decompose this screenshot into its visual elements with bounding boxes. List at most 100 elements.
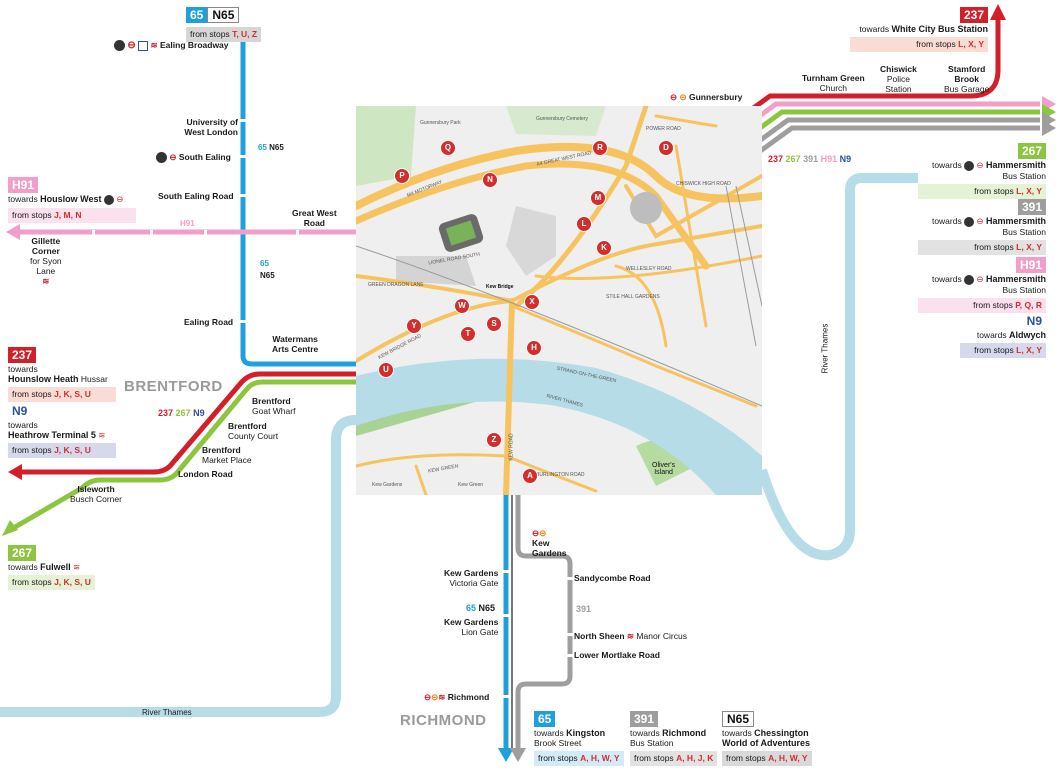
route-n9-ne-arrow (1042, 120, 1056, 136)
underground-icon (114, 40, 125, 52)
underground-icon (964, 274, 975, 285)
bus-stop-z[interactable]: Z (486, 432, 502, 448)
from-stops: from stops A, H, W, Y (722, 751, 812, 766)
national-rail-icon: ≋ (150, 40, 158, 50)
map-label-kew-road: KEW ROAD (508, 433, 515, 461)
route-badge-n9: N9 (8, 404, 32, 418)
route-badge-391: 391 (1017, 199, 1046, 215)
from-stops: from stops L, X, Y (918, 239, 1046, 255)
from-stops: from stops A, H, W, Y (534, 751, 624, 766)
bus-stop-a[interactable]: A (522, 468, 538, 484)
map-label-kew-gardens: Kew Gardens (372, 482, 403, 488)
stop-ealing-broadway: ⊖ ≋ Ealing Broadway (114, 40, 229, 52)
street-map[interactable]: Gunnersbury Park Gunnersbury Cemetery M4… (356, 106, 762, 495)
roundel-icon: ⊖ (976, 160, 984, 170)
line-label-391-south: 391 (576, 604, 592, 614)
bus-stop-x[interactable]: X (524, 294, 540, 310)
bus-stop-t[interactable]: T (460, 326, 476, 342)
route-badge-h91: H91 (1015, 257, 1046, 273)
map-label-power-road: POWER ROAD (646, 126, 681, 132)
overground-icon: ⊝ (539, 528, 547, 538)
route-badge-65: 65 (186, 7, 208, 23)
from-stops: from stops P, Q, R (918, 297, 1046, 313)
bus-stop-n[interactable]: N (482, 172, 498, 188)
bus-stop-u[interactable]: U (378, 362, 394, 378)
roundel-icon: ⊖ (424, 692, 432, 702)
stop-sandycombe: Sandycombe Road (574, 573, 651, 583)
area-richmond: RICHMOND (400, 712, 487, 729)
bus-stop-k[interactable]: K (596, 240, 612, 256)
river-thames-label-west: River Thames (142, 708, 192, 717)
underground-icon (964, 160, 975, 171)
route-237-arrow (8, 464, 22, 480)
bus-stop-s[interactable]: S (486, 316, 502, 332)
area-brentford: BRENTFORD (124, 378, 223, 395)
from-stops: from stops L, X, Y (918, 183, 1046, 199)
bus-stop-r[interactable]: R (592, 140, 608, 156)
stop-south-ealing: ⊖ South Ealing (156, 152, 231, 164)
map-label-green-dragon: GREEN DRAGON LANE (368, 282, 424, 288)
dest-h91-west[interactable]: H91 towards Houslow West ⊖ from stops J,… (8, 176, 136, 223)
from-stops: from stops L, X, Y (850, 37, 988, 52)
underground-icon (156, 152, 167, 164)
route-badge-n65: N65 (207, 7, 240, 23)
bus-stop-d[interactable]: D (658, 140, 674, 156)
national-rail-icon: ≋ (438, 692, 446, 702)
stop-north-sheen: North Sheen ≋ Manor Circus (574, 631, 687, 641)
map-label-gunnersbury-park: Gunnersbury Park (420, 120, 461, 126)
route-65-south-arrow (498, 748, 514, 762)
bus-stop-h[interactable]: H (526, 340, 542, 356)
from-stops: from stops T, U, Z (186, 27, 262, 42)
stop-london-road: London Road (178, 469, 233, 479)
map-label-burlington: BURLINGTON ROAD (536, 472, 585, 478)
dest-267-west[interactable]: 267 towards Fulwell ≋ from stops J, K, S… (8, 544, 98, 590)
from-stops: from stops J, K, S, U (8, 443, 116, 458)
route-badge-391: 391 (630, 711, 659, 727)
from-stops: from stops L, X, Y (960, 343, 1046, 358)
route-badge-237: 237 (959, 7, 988, 23)
river-thames-label-east: River Thames (820, 323, 830, 374)
stop-richmond: ⊖⊝≋ Richmond (424, 692, 490, 702)
bus-stop-y[interactable]: Y (406, 318, 422, 334)
underground-icon (103, 194, 114, 205)
roundel-icon: ⊖ (670, 92, 678, 102)
bus-stop-m[interactable]: M (590, 190, 606, 206)
route-badge-n65: N65 (722, 711, 755, 727)
route-237-west (20, 371, 356, 475)
map-label-stile-hall: STILE HALL GARDENS (606, 294, 660, 300)
roundel-icon: ⊖ (169, 152, 177, 162)
national-rail-icon: ≋ (42, 276, 50, 286)
bus-stop-w[interactable]: W (454, 298, 470, 314)
bus-stop-q[interactable]: Q (440, 140, 456, 156)
roundel-icon: ⊖ (976, 216, 984, 226)
route-237-ne-arrow (990, 4, 1006, 20)
line-labels-ne: 237 267 391 H91 N9 (768, 154, 852, 164)
route-267-arrow (2, 520, 18, 536)
map-label-kew-green2: Kew Green (458, 482, 484, 488)
route-badge-237: 237 (8, 347, 37, 363)
dest-237-east[interactable]: 237 towards White City Bus Station from … (850, 6, 988, 52)
route-badge-n9: N9 (1022, 314, 1046, 328)
dest-n9-east[interactable]: N9 towards Aldwych from stops L, X, Y (960, 312, 1046, 358)
roundel-icon: ⊖ (127, 40, 136, 51)
bus-stop-p[interactable]: P (394, 168, 410, 184)
river-thames-west (0, 415, 400, 717)
bus-stop-l[interactable]: L (576, 216, 592, 232)
